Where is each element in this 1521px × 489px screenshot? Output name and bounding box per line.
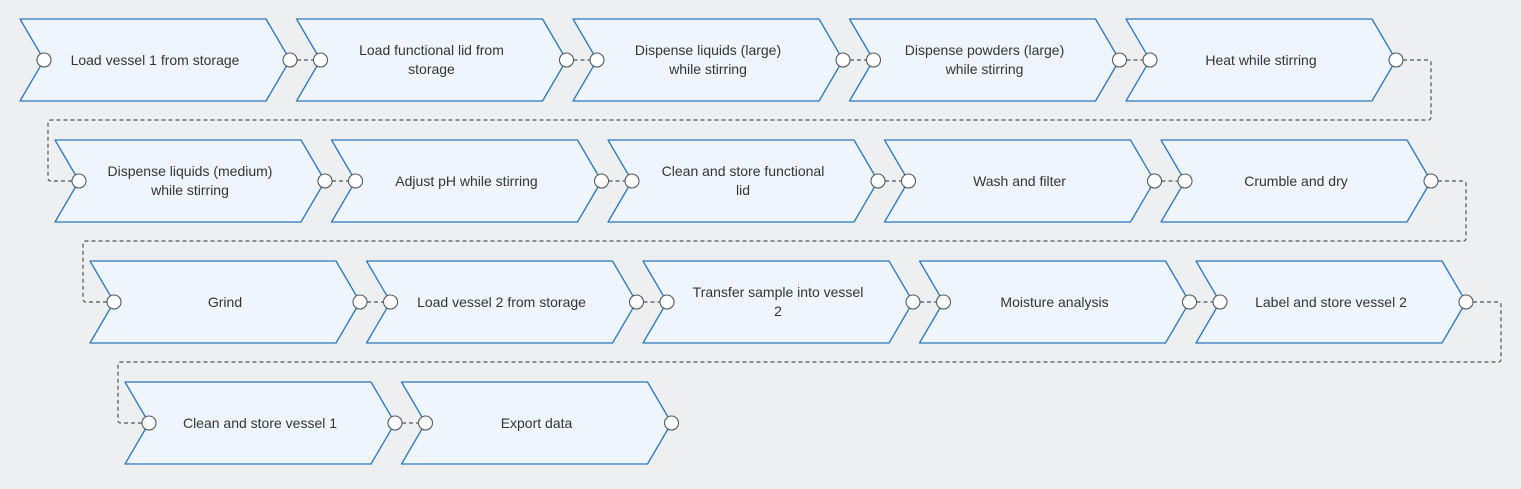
output-port[interactable] (1423, 173, 1439, 189)
input-port[interactable] (659, 294, 675, 310)
step-shape-dispense-powders-large-while-stirring[interactable] (848, 18, 1121, 102)
row-wrap-connector (82, 180, 1467, 303)
step-shape-load-vessel-1-from-storage[interactable] (19, 18, 291, 102)
input-port[interactable] (417, 415, 434, 431)
output-port[interactable] (317, 173, 333, 189)
step-shape-load-vessel-2-from-storage[interactable] (365, 260, 638, 344)
input-port[interactable] (589, 52, 605, 68)
output-port[interactable] (387, 415, 403, 431)
input-port[interactable] (1142, 52, 1158, 68)
output-port[interactable] (1146, 173, 1163, 189)
output-port[interactable] (1458, 294, 1474, 310)
step-shape-transfer-sample-into-vessel-2[interactable] (642, 260, 914, 344)
output-port[interactable] (1111, 52, 1128, 68)
input-port[interactable] (106, 294, 122, 310)
input-port[interactable] (935, 294, 952, 310)
input-port[interactable] (71, 173, 87, 189)
step-shape-label-and-store-vessel-2[interactable] (1195, 260, 1467, 344)
step-shape-crumble-and-dry[interactable] (1160, 139, 1432, 223)
step-shape-load-functional-lid-from-storage[interactable] (295, 18, 568, 102)
input-port[interactable] (312, 52, 329, 68)
step-shape-adjust-ph-while-stirring[interactable] (330, 139, 603, 223)
step-shape-clean-and-store-functional-lid[interactable] (607, 139, 879, 223)
input-port[interactable] (900, 173, 917, 189)
output-port[interactable] (352, 294, 368, 310)
output-port[interactable] (628, 294, 645, 310)
output-port[interactable] (870, 173, 886, 189)
step-shape-dispense-liquids-large-while-stirring[interactable] (572, 18, 844, 102)
input-port[interactable] (865, 52, 882, 68)
output-port[interactable] (905, 294, 921, 310)
input-port[interactable] (347, 173, 364, 189)
output-port[interactable] (835, 52, 851, 68)
row-wrap-connector (117, 301, 1502, 424)
step-shape-heat-while-stirring[interactable] (1125, 18, 1397, 102)
input-port[interactable] (1212, 294, 1228, 310)
ports (36, 52, 1474, 431)
step-shape-moisture-analysis[interactable] (918, 260, 1191, 344)
row-wrap-connector (47, 59, 1432, 182)
connectors (47, 59, 1502, 424)
input-port[interactable] (1177, 173, 1193, 189)
output-port[interactable] (1181, 294, 1198, 310)
input-port[interactable] (382, 294, 399, 310)
step-shape-wash-and-filter[interactable] (883, 139, 1156, 223)
output-port[interactable] (663, 415, 680, 431)
step-shape-clean-and-store-vessel-1[interactable] (124, 381, 396, 465)
output-port[interactable] (558, 52, 575, 68)
output-port[interactable] (1388, 52, 1404, 68)
input-port[interactable] (36, 52, 52, 68)
output-port[interactable] (282, 52, 298, 68)
step-shapes (19, 18, 1467, 465)
step-shape-dispense-liquids-medium-while-stirring[interactable] (54, 139, 326, 223)
input-port[interactable] (141, 415, 157, 431)
input-port[interactable] (624, 173, 640, 189)
step-shape-grind[interactable] (89, 260, 361, 344)
step-shape-export-data[interactable] (400, 381, 673, 465)
output-port[interactable] (593, 173, 610, 189)
